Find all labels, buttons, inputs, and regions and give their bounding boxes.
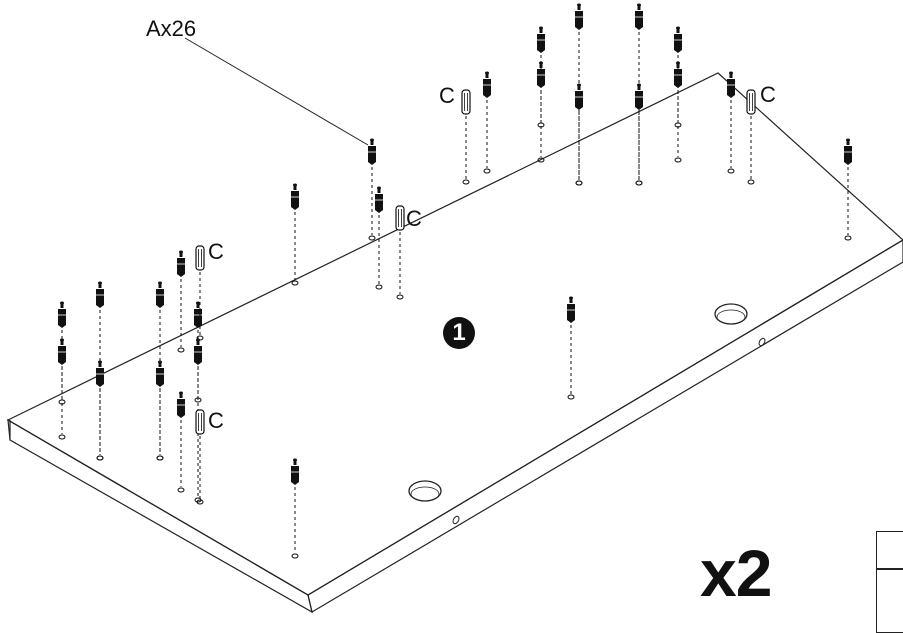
hole-icon [567, 394, 575, 400]
peg-icon [195, 245, 205, 271]
dowel-icon [727, 71, 735, 98]
hole-icon [177, 487, 185, 493]
hole-icon [58, 434, 66, 440]
callout-leader [184, 37, 369, 146]
edge-hole [758, 337, 766, 347]
part-a-label: Ax26 [146, 16, 197, 41]
dowel-icon [844, 138, 852, 165]
peg-icon [395, 205, 405, 231]
quantity-label: x2 [700, 536, 772, 610]
hole-icon [462, 179, 470, 185]
assembly-diagram: Ax26 C C C C C 1 x2 [6, 3, 903, 633]
hole-icon [396, 294, 404, 300]
part-c-label: C [208, 408, 224, 433]
edge-hole [452, 515, 460, 525]
step-number-badge: 1 [443, 317, 475, 349]
dowel-icon [674, 26, 682, 53]
dowel-icon [368, 138, 376, 165]
dowel-icon [575, 3, 583, 30]
hole-icon [747, 179, 755, 185]
hole-icon [96, 455, 104, 461]
dowel-icon [194, 338, 202, 365]
dowel-icon [291, 458, 299, 485]
hole-icon [844, 235, 852, 241]
dowel-icon [635, 3, 643, 30]
dowel-icon [96, 281, 104, 308]
dowel-icon [177, 250, 185, 277]
hole-icon [537, 157, 545, 163]
part-c-label: C [760, 82, 776, 107]
dowel-icon [575, 83, 583, 110]
dowel-icon [375, 186, 383, 213]
dowel-icon [674, 61, 682, 88]
dowel-icon [156, 360, 164, 387]
dowel-icon [156, 281, 164, 308]
hole-icon [368, 235, 376, 241]
hole-icon [483, 168, 491, 174]
hole-icon [291, 280, 299, 286]
parts-table-fragment [876, 531, 903, 633]
hole-icon [727, 168, 735, 174]
dowel-icon [483, 71, 491, 98]
peg-icon [195, 409, 205, 435]
peg-icon [746, 89, 756, 115]
board-side-edge [307, 239, 903, 613]
dowel-icon [537, 61, 545, 88]
dowel-icon [537, 26, 545, 53]
dowel-icon [58, 338, 66, 365]
part-c-label: C [406, 206, 422, 231]
part-c-label: C [439, 83, 455, 108]
dowel-icon [567, 296, 575, 323]
hole-icon [375, 284, 383, 290]
dowel-icon [177, 391, 185, 418]
part-c-label: C [208, 239, 224, 264]
dowel-icon [291, 183, 299, 210]
dowel-icon [96, 360, 104, 387]
dowel-icon [58, 301, 66, 328]
hole-icon [635, 180, 643, 186]
dowel-icon [194, 301, 202, 328]
board-illustration [6, 3, 903, 614]
hole-icon [291, 553, 299, 559]
dowel-icon [635, 83, 643, 110]
hole-icon [156, 455, 164, 461]
hole-icon [177, 347, 185, 353]
hole-icon [196, 499, 204, 505]
hole-icon [674, 157, 682, 163]
peg-icon [461, 89, 471, 115]
hole-icon [196, 335, 204, 341]
hole-icon [575, 180, 583, 186]
